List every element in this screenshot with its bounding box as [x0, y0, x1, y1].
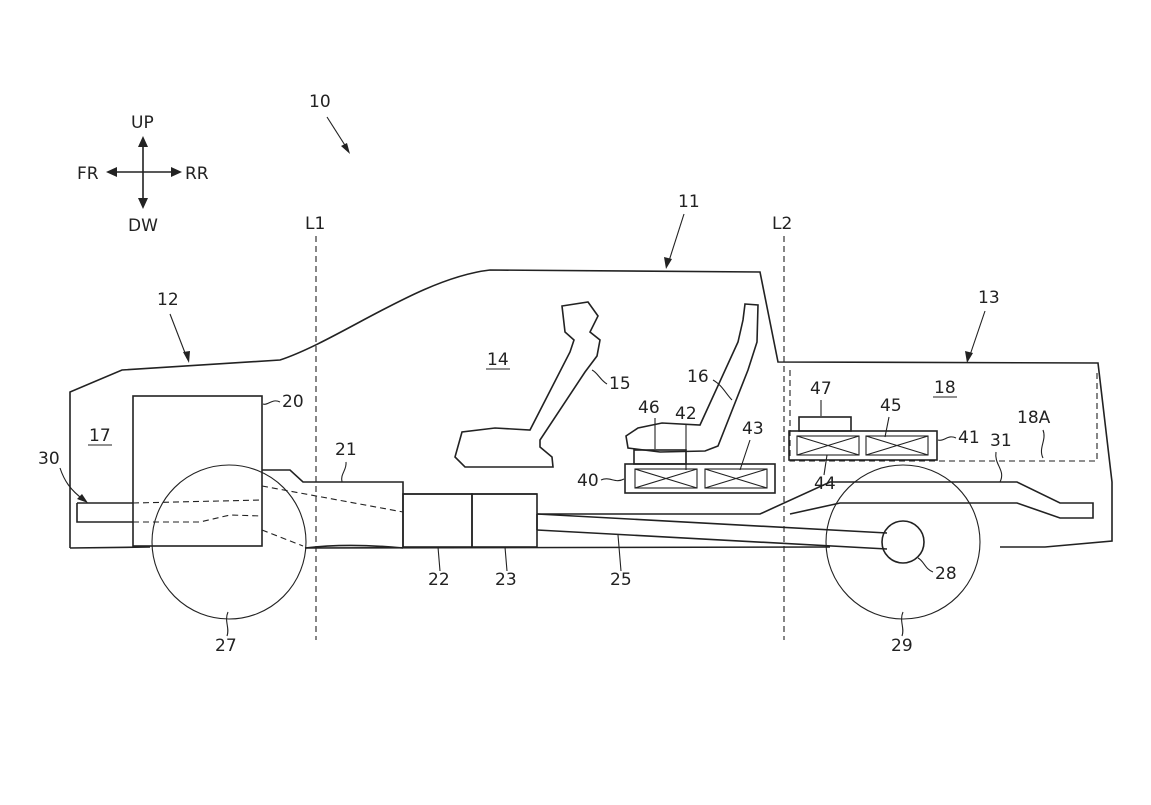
- ref-13-arrow: [965, 311, 985, 363]
- front-frame-30: [77, 500, 262, 522]
- ref-13-label: 13: [978, 288, 1000, 308]
- ref-40-label: 40: [577, 471, 599, 491]
- ref-16-label: 16: [687, 367, 709, 387]
- battery-pack-40: [625, 464, 775, 493]
- power-unit-20: [133, 396, 262, 546]
- rear-wheel-29: [826, 465, 980, 619]
- reference-line-l1-label: L1: [305, 214, 325, 234]
- ref-31-label: 31: [990, 431, 1012, 451]
- ref-42-label: 42: [675, 404, 697, 424]
- transmission-21: [262, 470, 537, 548]
- direction-compass: UP DW FR RR: [77, 113, 209, 236]
- ref-22-label: 22: [428, 570, 450, 590]
- ref-23-label: 23: [495, 570, 517, 590]
- component-23: [472, 494, 537, 547]
- ref-30-arrow: [60, 468, 88, 503]
- component-47: [799, 417, 851, 431]
- reference-line-l2-label: L2: [772, 214, 792, 234]
- ref-14-label: 14: [487, 350, 509, 370]
- ref-12-arrow: [170, 314, 190, 363]
- component-22: [403, 494, 472, 547]
- ref-29-label: 29: [891, 636, 913, 656]
- ref-11-label: 11: [678, 192, 700, 212]
- ref-10-label: 10: [309, 92, 331, 112]
- ref-27-label: 27: [215, 636, 237, 656]
- ref-28-label: 28: [935, 564, 957, 584]
- ref-45-label: 45: [880, 396, 902, 416]
- ref-25-label: 25: [610, 570, 632, 590]
- vehicle-body-outline: [70, 270, 1112, 548]
- ref-10-arrow: [327, 117, 350, 154]
- ref-43-label: 43: [742, 419, 764, 439]
- ref-21-label: 21: [335, 440, 357, 460]
- ref-18-label: 18: [934, 378, 956, 398]
- propeller-shaft-25: [537, 514, 887, 549]
- ref-47-label: 47: [810, 379, 832, 399]
- ref-18a-label: 18A: [1017, 408, 1051, 428]
- front-seat: [455, 302, 600, 467]
- direction-rear-label: RR: [185, 164, 209, 184]
- ref-20-label: 20: [282, 392, 304, 412]
- direction-down-label: DW: [128, 216, 158, 236]
- ref-30-label: 30: [38, 449, 60, 469]
- rear-differential-28: [882, 521, 924, 563]
- ref-41-label: 41: [958, 428, 980, 448]
- ref-15-label: 15: [609, 374, 631, 394]
- ref-12-label: 12: [157, 290, 179, 310]
- direction-up-label: UP: [131, 113, 154, 133]
- direction-front-label: FR: [77, 164, 99, 184]
- battery-pack-41: [789, 431, 937, 460]
- ref-11-arrow: [664, 214, 684, 269]
- ref-46-label: 46: [638, 398, 660, 418]
- front-wheel-27: [152, 465, 306, 619]
- ref-17-label: 17: [89, 426, 111, 446]
